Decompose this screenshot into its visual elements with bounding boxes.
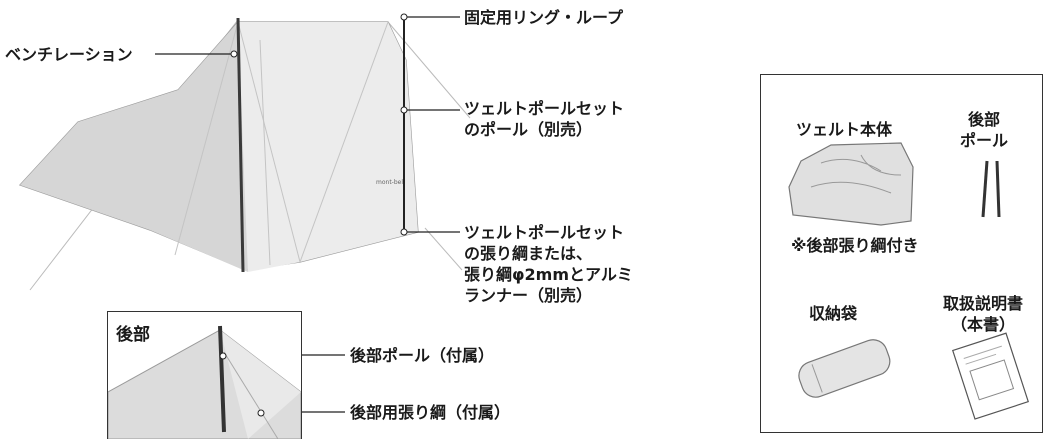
tent-body-label: ツェルト本体 xyxy=(796,120,893,139)
inset-title: 後部 xyxy=(116,325,150,345)
stuff-bag xyxy=(798,339,891,398)
rear-guy-label: 後部用張り綱（付属） xyxy=(350,403,511,422)
pole-label-line: のポール（別売） xyxy=(464,120,593,139)
note-label: ※後部張り綱付き xyxy=(791,236,919,255)
manual xyxy=(951,332,1030,420)
guy-label-line: の張り綱または、 xyxy=(464,244,593,263)
manual-label-line: 取扱説明書 xyxy=(942,294,1023,313)
pole-sold-separately-label: ツェルトポールセット のポール（別売） xyxy=(464,98,624,140)
brand-logo: mont-bell xyxy=(376,179,405,186)
rear-pole-item-line: ポール xyxy=(959,131,1008,150)
rear-illustration xyxy=(108,325,301,439)
guy-label-line: 張り綱φ2mmとアルミ xyxy=(464,265,633,284)
rear-pole-item-line: 後部 xyxy=(967,110,1000,129)
manual-label-line: （本書） xyxy=(950,315,1015,334)
guy-label-line: ランナー（別売） xyxy=(464,286,593,305)
rear-pole-item-label: 後部 ポール xyxy=(949,109,1019,151)
manual-label: 取扱説明書 （本書） xyxy=(927,293,1039,335)
rear-pole-item xyxy=(981,160,989,218)
ring-loop-label: 固定用リング・ループ xyxy=(464,8,624,27)
folded-tent xyxy=(788,142,914,226)
contents-illustrations xyxy=(788,142,1030,420)
rear-pole xyxy=(218,325,226,433)
ventilation-label: ベンチレーション xyxy=(5,45,133,64)
rear-pole-label: 後部ポール（付属） xyxy=(350,346,495,365)
pole-label-line: ツェルトポールセット xyxy=(464,99,625,118)
stuff-bag-label: 収納袋 xyxy=(809,304,858,323)
front-pole xyxy=(236,17,245,273)
guy-label-line: ツェルトポールセット xyxy=(464,223,625,242)
guy-line-label: ツェルトポールセット の張り綱または、 張り綱φ2mmとアルミ ランナー（別売） xyxy=(464,222,633,306)
package-contents: ツェルト本体 後部 ポール ※後部張り綱付き 収納袋 取扱説明書 （本書） xyxy=(760,74,1043,433)
rear-inset: 後部 xyxy=(107,311,302,439)
